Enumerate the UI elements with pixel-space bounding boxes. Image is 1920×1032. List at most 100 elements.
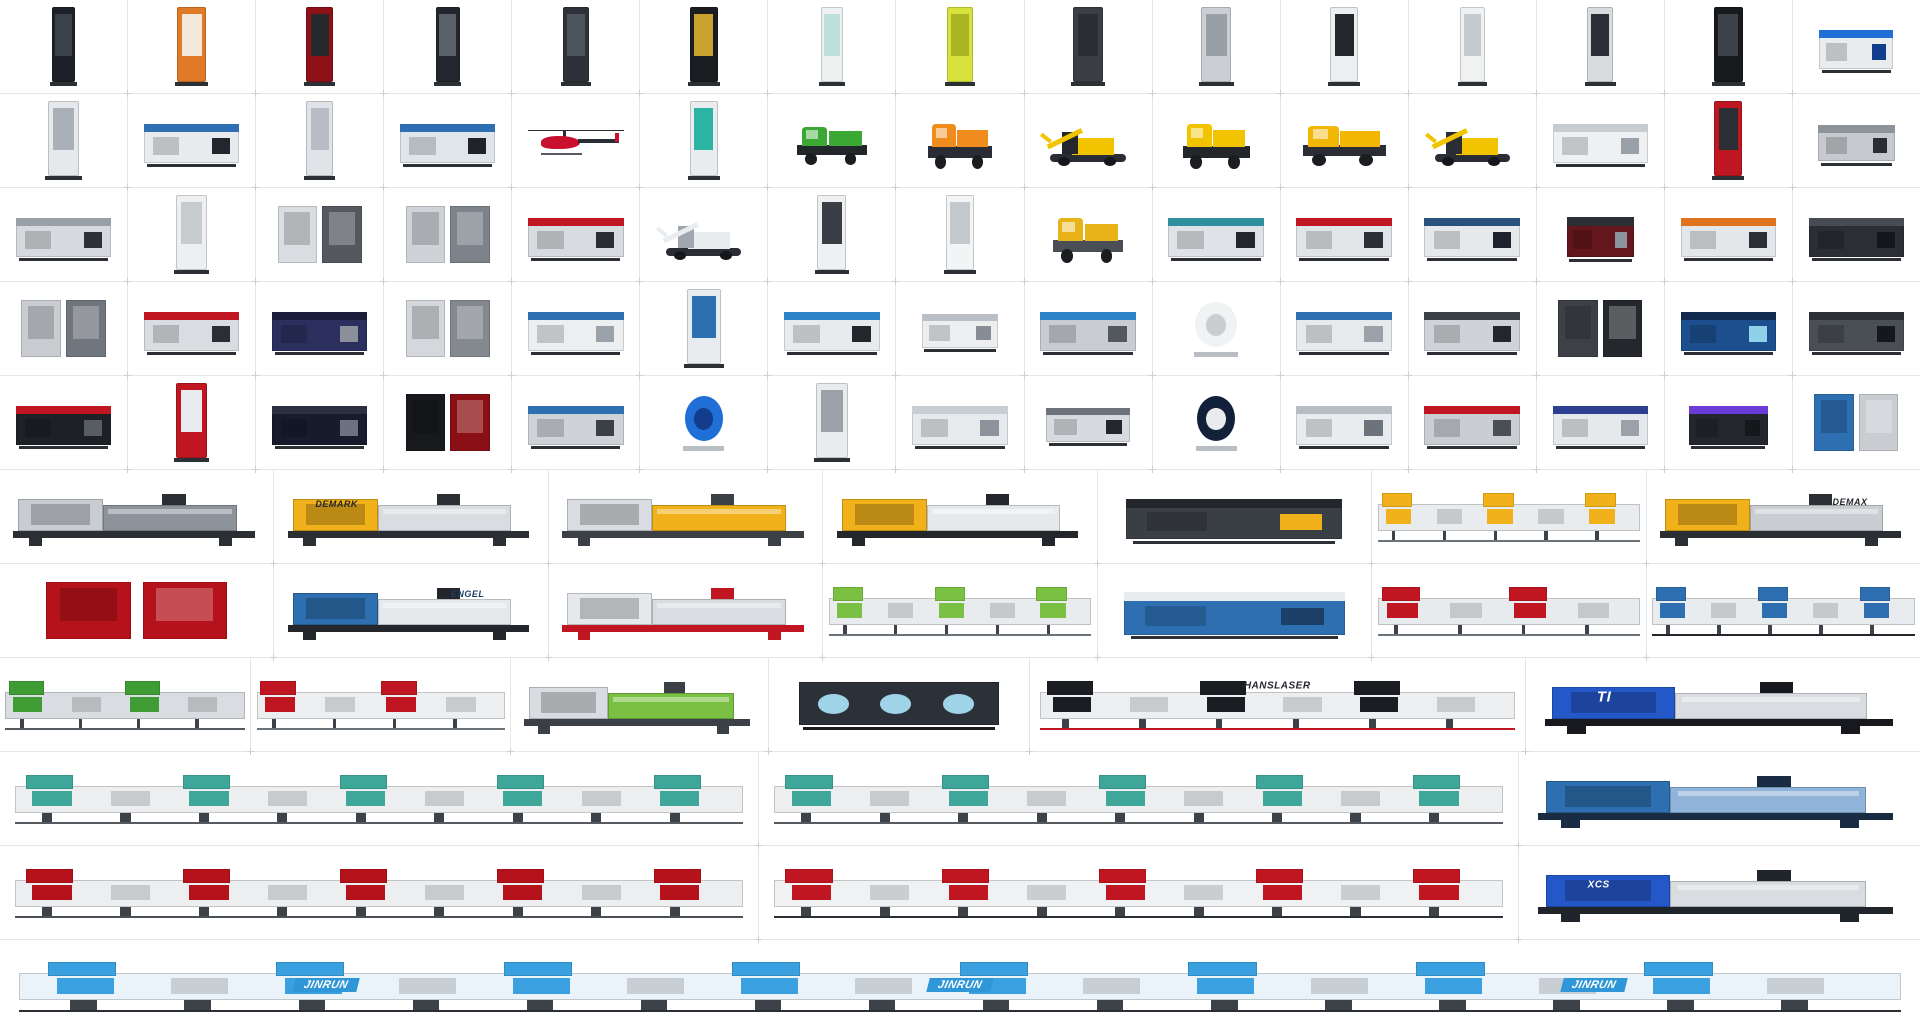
grid-cell-ice-machine-white[interactable] bbox=[1280, 0, 1412, 97]
grid-cell-analyzer-white-blue[interactable] bbox=[512, 282, 644, 379]
grid-cell-machining-cabinet-gray[interactable] bbox=[1792, 94, 1920, 188]
grid-cell-agv-disinfection-robot[interactable] bbox=[640, 94, 772, 191]
grid-cell-machine-dark-twin-screens[interactable] bbox=[1097, 470, 1376, 567]
grid-cell-reach-truck-yellow[interactable] bbox=[1024, 188, 1156, 285]
grid-cell-printing-press-dark[interactable] bbox=[1792, 188, 1920, 282]
grid-cell-upright-chiller-white[interactable] bbox=[1408, 0, 1540, 97]
grid-cell-cabinet-pair-dark[interactable] bbox=[1536, 282, 1668, 379]
grid-cell-roller-conveyor-green[interactable] bbox=[0, 658, 255, 755]
grid-cell-machine-blue-screen[interactable] bbox=[768, 282, 900, 379]
grid-cell-xray-baggage-scanner[interactable] bbox=[1024, 376, 1156, 473]
grid-cell-surgical-table[interactable] bbox=[896, 282, 1028, 379]
grid-cell-machine-gray-blue-units[interactable] bbox=[512, 376, 644, 473]
grid-cell-machine-white-panels[interactable] bbox=[1280, 282, 1412, 379]
grid-cell-vending-machine-black[interactable] bbox=[0, 0, 132, 97]
grid-cell-laser-machine-red-black[interactable] bbox=[512, 188, 644, 285]
grid-cell-snack-vending-machine[interactable] bbox=[640, 0, 772, 97]
grid-cell-cnc-lathe-black-red[interactable] bbox=[0, 376, 132, 473]
grid-cell-machine-red-column[interactable] bbox=[128, 376, 260, 473]
grid-cell-fume-hood-workstation[interactable] bbox=[1536, 94, 1668, 191]
grid-cell-kiosk-white-outline[interactable] bbox=[896, 188, 1028, 285]
grid-cell-injection-molding-machine-gray[interactable] bbox=[0, 470, 278, 567]
grid-cell-thermoforming-machine-gray[interactable] bbox=[0, 188, 132, 285]
grid-cell-flow-meter-blue[interactable] bbox=[640, 376, 772, 473]
grid-cell-machine-line-red-logo[interactable] bbox=[1372, 564, 1650, 661]
grid-cell-cnc-machine-white-blue[interactable] bbox=[128, 94, 260, 191]
grid-cell-cnc-machine-blue[interactable] bbox=[384, 94, 516, 191]
grid-cell-pallet-stacker-orange[interactable] bbox=[896, 94, 1028, 191]
grid-cell-machine-dark-three-logos[interactable] bbox=[768, 658, 1034, 755]
grid-cell-injection-molding-machine-ti[interactable]: TI bbox=[1525, 658, 1920, 752]
grid-cell-dump-truck-yellow[interactable] bbox=[1280, 94, 1412, 191]
grid-cell-proofing-cabinet-white[interactable] bbox=[128, 188, 260, 285]
grid-cell-injection-molding-machine-demark[interactable]: DEMARK bbox=[274, 470, 553, 567]
grid-cell-seaming-line-white-red[interactable] bbox=[251, 658, 515, 755]
grid-cell-server-cabinet-black[interactable] bbox=[1664, 0, 1796, 97]
grid-cell-machine-with-blue-cab[interactable] bbox=[1408, 188, 1540, 285]
grid-cell-forklift-yellow[interactable] bbox=[1152, 94, 1284, 191]
grid-cell-control-cabinet-two-tone[interactable] bbox=[1536, 0, 1668, 97]
grid-cell-machine-navy-wide[interactable] bbox=[256, 282, 388, 379]
grid-cell-tool-drawer-cabinet[interactable] bbox=[0, 94, 132, 191]
grid-cell-folder-gluer-line-red[interactable] bbox=[0, 846, 763, 943]
grid-cell-packaging-line-white-yellow[interactable] bbox=[1372, 470, 1650, 567]
grid-cell-locker-cabinet-dark[interactable] bbox=[1024, 0, 1156, 97]
grid-cell-dental-chair-white[interactable] bbox=[1152, 282, 1284, 379]
grid-cell-vending-machine-orange[interactable] bbox=[128, 0, 260, 97]
grid-cell-machine-group-gray[interactable] bbox=[384, 188, 516, 285]
grid-cell-smart-kiosk-white[interactable] bbox=[768, 0, 900, 97]
grid-cell-injection-molding-machine-xcs[interactable]: XCS bbox=[1518, 846, 1920, 940]
grid-cell-machine-gray-display[interactable] bbox=[1408, 282, 1540, 379]
grid-cell-machine-green-cover[interactable] bbox=[511, 658, 773, 755]
grid-cell-machine-gray-towers[interactable] bbox=[384, 282, 516, 379]
grid-cell-machine-orange-accent[interactable] bbox=[1664, 188, 1796, 285]
grid-cell-bottling-line-white[interactable] bbox=[896, 376, 1028, 473]
grid-cell-dispensing-cabinet-white[interactable] bbox=[256, 94, 388, 191]
grid-cell-machine-cell-red-canopies[interactable] bbox=[0, 564, 278, 661]
grid-cell-excavator-yellow[interactable] bbox=[1408, 94, 1540, 191]
grid-cell-door-cabinet-machines[interactable] bbox=[0, 282, 132, 379]
grid-cell-ultrasound-cart-white[interactable] bbox=[768, 188, 900, 285]
grid-cell-scanner-dome-navy[interactable] bbox=[1152, 376, 1284, 473]
grid-cell-machine-dark-blue-wide[interactable] bbox=[256, 376, 388, 473]
grid-cell-kiosk-dark-blue-trim[interactable] bbox=[512, 0, 644, 97]
grid-cell-injection-molding-machine-engel[interactable]: ENGEL bbox=[274, 564, 553, 661]
grid-cell-injection-molding-machine-yellow-trim[interactable] bbox=[548, 470, 827, 567]
grid-cell-tower-cabinets-black-red[interactable] bbox=[384, 376, 516, 473]
grid-cell-blow-molding-machine-yellow[interactable] bbox=[823, 470, 1102, 567]
grid-cell-machine-blue-large[interactable] bbox=[1518, 752, 1920, 846]
grid-cell-parcel-locker-gray[interactable] bbox=[1152, 0, 1284, 97]
grid-cell-vending-machine-red[interactable] bbox=[256, 0, 388, 97]
grid-cell-machine-navy-stripe[interactable] bbox=[1536, 376, 1668, 473]
grid-cell-production-line-stations-right[interactable] bbox=[759, 752, 1523, 849]
grid-cell-machining-centers-pair[interactable] bbox=[256, 188, 388, 285]
grid-cell-grinder-blue-stripe[interactable] bbox=[1024, 282, 1156, 379]
grid-cell-laser-marker-purple[interactable] bbox=[1664, 376, 1796, 473]
grid-cell-machine-gray-red-accent[interactable] bbox=[1408, 376, 1540, 473]
grid-cell-helicopter-red[interactable] bbox=[512, 94, 644, 191]
grid-cell-laser-cutting-machine-blue[interactable] bbox=[1097, 564, 1376, 661]
grid-cell-filling-machine-white[interactable] bbox=[768, 376, 900, 473]
grid-cell-battery-swap-cabinet[interactable] bbox=[896, 0, 1028, 97]
grid-cell-press-dark-red[interactable] bbox=[1536, 188, 1668, 285]
grid-cell-machine-white-red-x[interactable] bbox=[548, 564, 827, 661]
grid-cell-press-line-dark[interactable] bbox=[1792, 282, 1920, 376]
grid-cell-machine-white-station[interactable] bbox=[1280, 376, 1412, 473]
grid-cell-machine-long-blue-white[interactable] bbox=[1646, 564, 1920, 658]
grid-cell-lab-analyzer-blue[interactable] bbox=[1792, 0, 1920, 94]
grid-cell-printing-unit-red[interactable] bbox=[128, 282, 260, 379]
grid-cell-bag-making-line-red[interactable] bbox=[759, 846, 1523, 943]
grid-cell-equipment-cluster-blue[interactable] bbox=[1792, 376, 1920, 470]
grid-cell-frame-machine-white[interactable] bbox=[640, 282, 772, 379]
grid-cell-cleaning-robot-green[interactable] bbox=[768, 94, 900, 191]
grid-cell-conveyor-line-green[interactable] bbox=[823, 564, 1102, 661]
grid-cell-hanslaser-laser-line[interactable]: HANSLASER bbox=[1029, 658, 1529, 755]
grid-cell-mobile-crane-robot-yellow[interactable] bbox=[1024, 94, 1156, 191]
grid-cell-injection-molding-machine-demax[interactable]: DEMAX bbox=[1646, 470, 1920, 564]
grid-cell-machine-teal-accent[interactable] bbox=[1152, 188, 1284, 285]
grid-cell-cnc-machine-red-top[interactable] bbox=[1280, 188, 1412, 285]
grid-cell-production-line-stations-left[interactable] bbox=[0, 752, 763, 849]
grid-cell-vertical-machine-red[interactable] bbox=[1664, 94, 1796, 191]
grid-cell-machine-blue-concept[interactable] bbox=[1664, 282, 1796, 379]
